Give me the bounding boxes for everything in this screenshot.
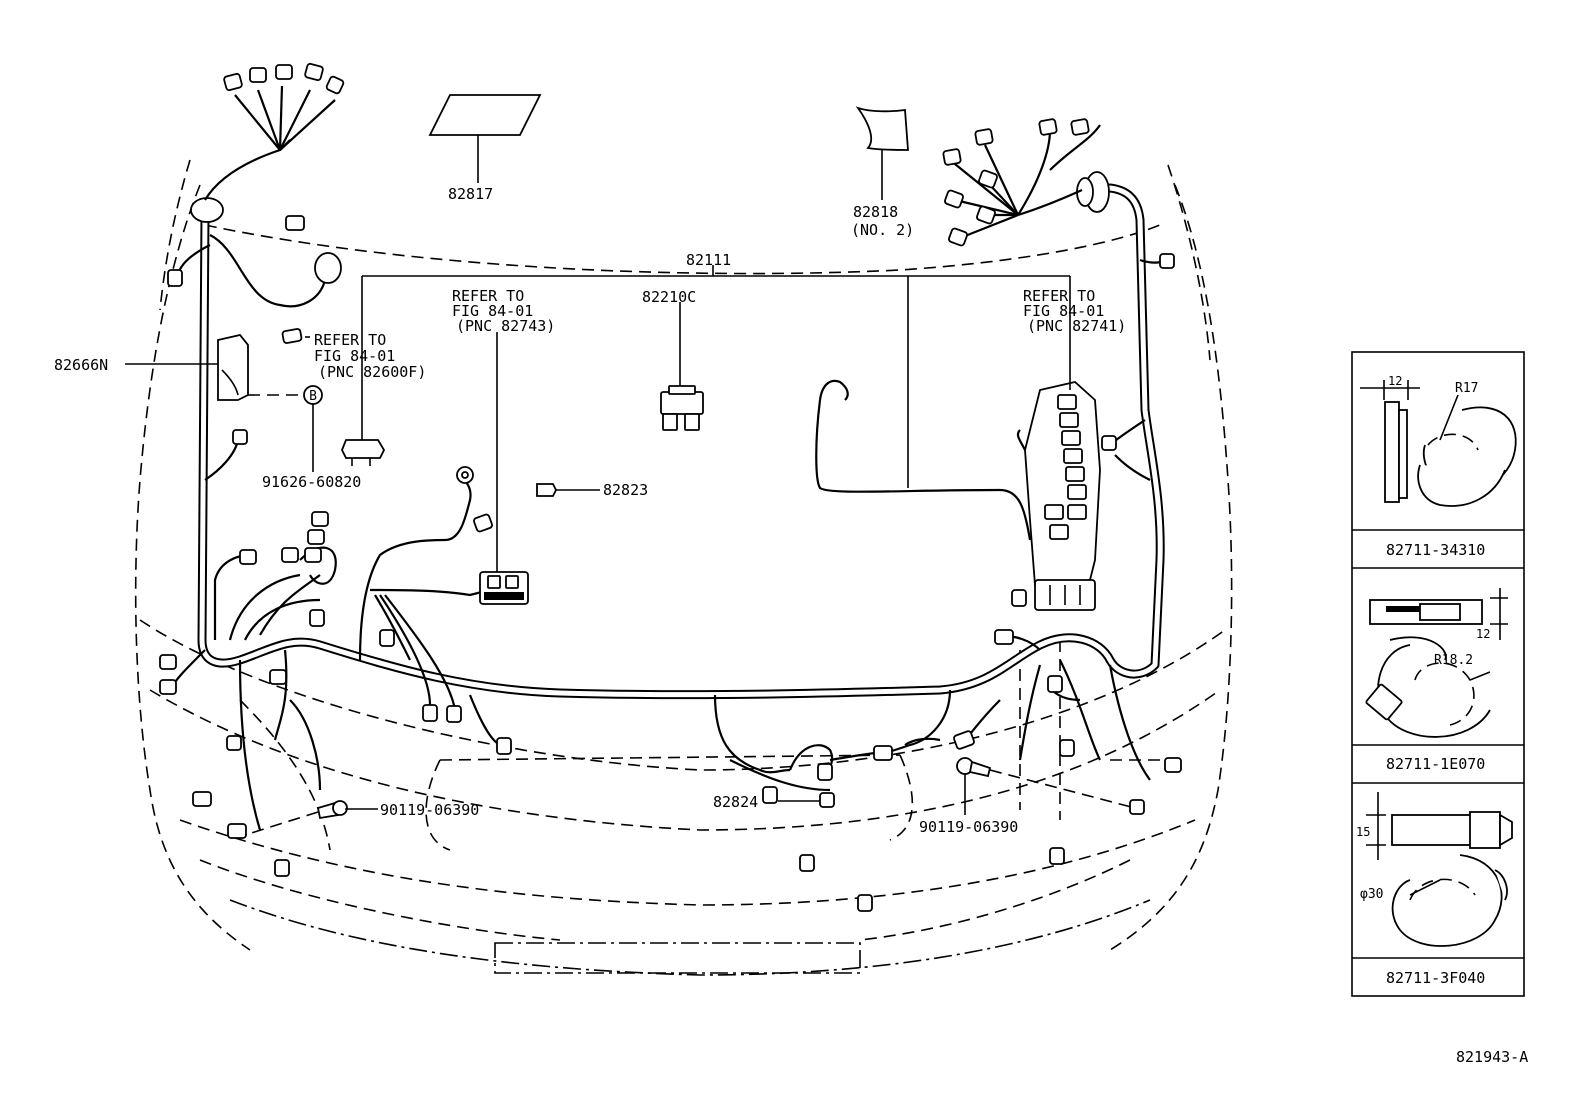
clamp2-dim-height: 12: [1476, 627, 1490, 641]
ecu-82666n-shape: [217, 333, 305, 401]
clamp3-dim-height: 15: [1356, 825, 1370, 839]
clamp3-part-number: 82711-3F040: [1386, 969, 1485, 987]
label-bolt-left: 90119-06390: [380, 801, 479, 819]
refer-right-line2: FIG 84-01: [1023, 302, 1104, 320]
clamp2-dim-radius: R18.2: [1434, 653, 1473, 668]
diagram-code: 821943-A: [1456, 1048, 1528, 1066]
clamp-82711-3F040-drawing: 15 φ30: [1356, 792, 1513, 947]
label-82817: 82817: [448, 185, 493, 203]
marker-b-label: B: [309, 389, 317, 404]
misc-parts: [244, 94, 1136, 836]
label-82210c: 82210C: [642, 288, 696, 306]
clamp3-dim-diameter: φ30: [1360, 887, 1383, 902]
vehicle-body-outline: [134, 159, 1233, 976]
label-82818: 82818: [853, 203, 898, 221]
label-82823: 82823: [603, 481, 648, 499]
connector-plugs: [159, 62, 1182, 912]
refer-left-line1: REFER TO: [314, 331, 386, 349]
refer-right-line3: (PNC 82741): [1027, 317, 1126, 335]
clamp-82711-34310-drawing: 12 R17: [1360, 374, 1517, 507]
label-82824: 82824: [713, 793, 758, 811]
refer-mid-line3: (PNC 82743): [456, 317, 555, 335]
leader-lines: [125, 135, 1071, 815]
bolt-right-shape: [956, 757, 992, 778]
refer-mid-line2: FIG 84-01: [452, 302, 533, 320]
marker-b: B: [303, 385, 323, 405]
bolt-left-shape: [316, 800, 348, 820]
clamp1-dim-radius: R17: [1455, 381, 1478, 396]
refer-right-line1: REFER TO: [1023, 287, 1095, 305]
refer-right: REFER TO FIG 84-01 (PNC 82741): [1023, 287, 1126, 335]
clamp1-dim-width: 12: [1388, 374, 1402, 388]
relay-block-right: [1016, 381, 1101, 611]
refer-left-line2: FIG 84-01: [314, 347, 395, 365]
clamp1-part-number: 82711-34310: [1386, 541, 1485, 559]
clamp2-part-number: 82711-1E070: [1386, 755, 1485, 773]
refer-left-line3: (PNC 82600F): [318, 363, 426, 381]
main-harness-82111: [169, 85, 1169, 831]
clamp-82711-1E070-drawing: 12 R18.2: [1365, 588, 1508, 738]
label-82818-sub: (NO. 2): [851, 221, 914, 239]
label-bolt-right: 90119-06390: [919, 818, 1018, 836]
clamp-detail-panel: 12 R17 82711-34310 12 R18.2 82711-: [1351, 351, 1525, 997]
refer-mid-line1: REFER TO: [452, 287, 524, 305]
label-91626: 91626-60820: [262, 473, 361, 491]
refer-mid: REFER TO FIG 84-01 (PNC 82743): [452, 287, 555, 335]
label-82111: 82111: [686, 251, 731, 269]
refer-left: REFER TO FIG 84-01 (PNC 82600F): [314, 331, 426, 381]
part-labels: 82817 82818 (NO. 2) 82111 82210C 82666N …: [54, 185, 1018, 836]
label-82666n: 82666N: [54, 356, 108, 374]
